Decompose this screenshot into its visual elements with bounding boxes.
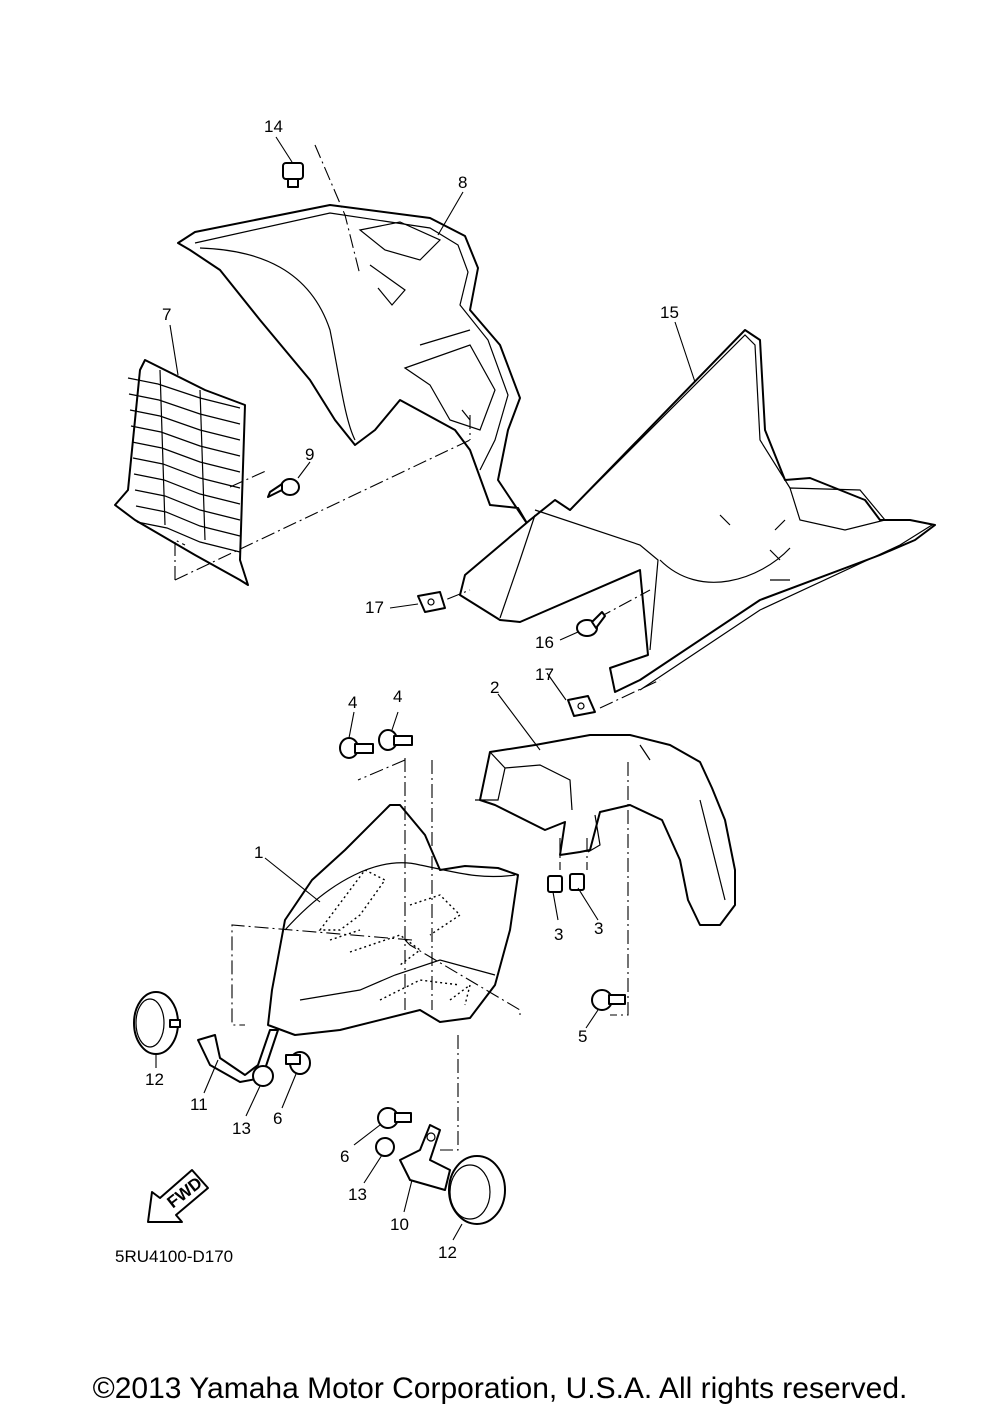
bracket-10 [399,1124,451,1191]
callout-6a: 6 [273,1109,282,1128]
bolt-4b [378,729,413,751]
grille-louver [133,473,241,505]
callout-3a: 3 [554,925,563,944]
bolt-5 [591,989,626,1011]
part-8-front-cover [177,204,529,526]
callout-17a: 17 [365,598,384,617]
grille-louver [130,425,241,457]
callout-2: 2 [490,678,499,697]
bolt-14 [282,162,304,188]
grille-louver [129,409,241,441]
callout-3b: 3 [594,919,603,938]
callout-14: 14 [264,117,283,136]
callout-8: 8 [458,173,467,192]
alignment-lines [174,144,661,1151]
callout-1: 1 [254,843,263,862]
nut-13a [252,1065,274,1087]
callout-17b: 17 [535,665,554,684]
copyright-notice: ©2013 Yamaha Motor Corporation, U.S.A. A… [92,1372,908,1405]
grille-louver [128,393,241,425]
callout-4a: 4 [348,693,357,712]
callout-4b: 4 [393,687,402,706]
nut-13b [375,1137,395,1157]
callout-15: 15 [660,303,679,322]
nut-17b [567,695,596,717]
part-7-grille [114,359,249,586]
grille-louver [135,505,241,537]
bolt-4a [339,737,374,759]
grille-louver [136,521,241,553]
bolt-6b [377,1107,412,1129]
reflector-12b [448,1155,506,1225]
leader-lines [155,136,696,1241]
callout-10: 10 [390,1215,409,1234]
callout-7: 7 [162,305,171,324]
callout-12b: 12 [438,1243,457,1262]
part-1-front-fender [267,804,519,1036]
fwd-arrow-icon: FWD [147,1169,209,1223]
grille-louver [132,457,241,489]
nut-17a [417,591,446,613]
grille-louver [127,377,241,409]
rivet-16 [576,611,606,637]
bolt-6a [285,1051,311,1075]
callout-11: 11 [190,1095,208,1114]
callout-9: 9 [305,445,314,464]
callout-12a: 12 [145,1070,164,1089]
callout-6b: 6 [340,1147,349,1166]
diagram-code: 5RU4100-D170 [115,1247,233,1266]
reflector-12a [133,991,181,1055]
screw-9 [267,478,300,498]
grille-louver [134,489,241,521]
clip-3a [547,875,563,893]
callout-5: 5 [578,1027,587,1046]
callout-13a: 13 [232,1119,251,1138]
clip-3b [569,873,585,891]
callout-16: 16 [535,633,554,652]
callout-labels: 14 8 7 15 9 17 16 17 2 4 4 1 3 3 5 12 11… [145,117,679,1262]
part-2-inner-fender [475,734,736,926]
callout-13b: 13 [348,1185,367,1204]
grille-louver [131,441,241,473]
part-15-under-panel [459,329,936,693]
